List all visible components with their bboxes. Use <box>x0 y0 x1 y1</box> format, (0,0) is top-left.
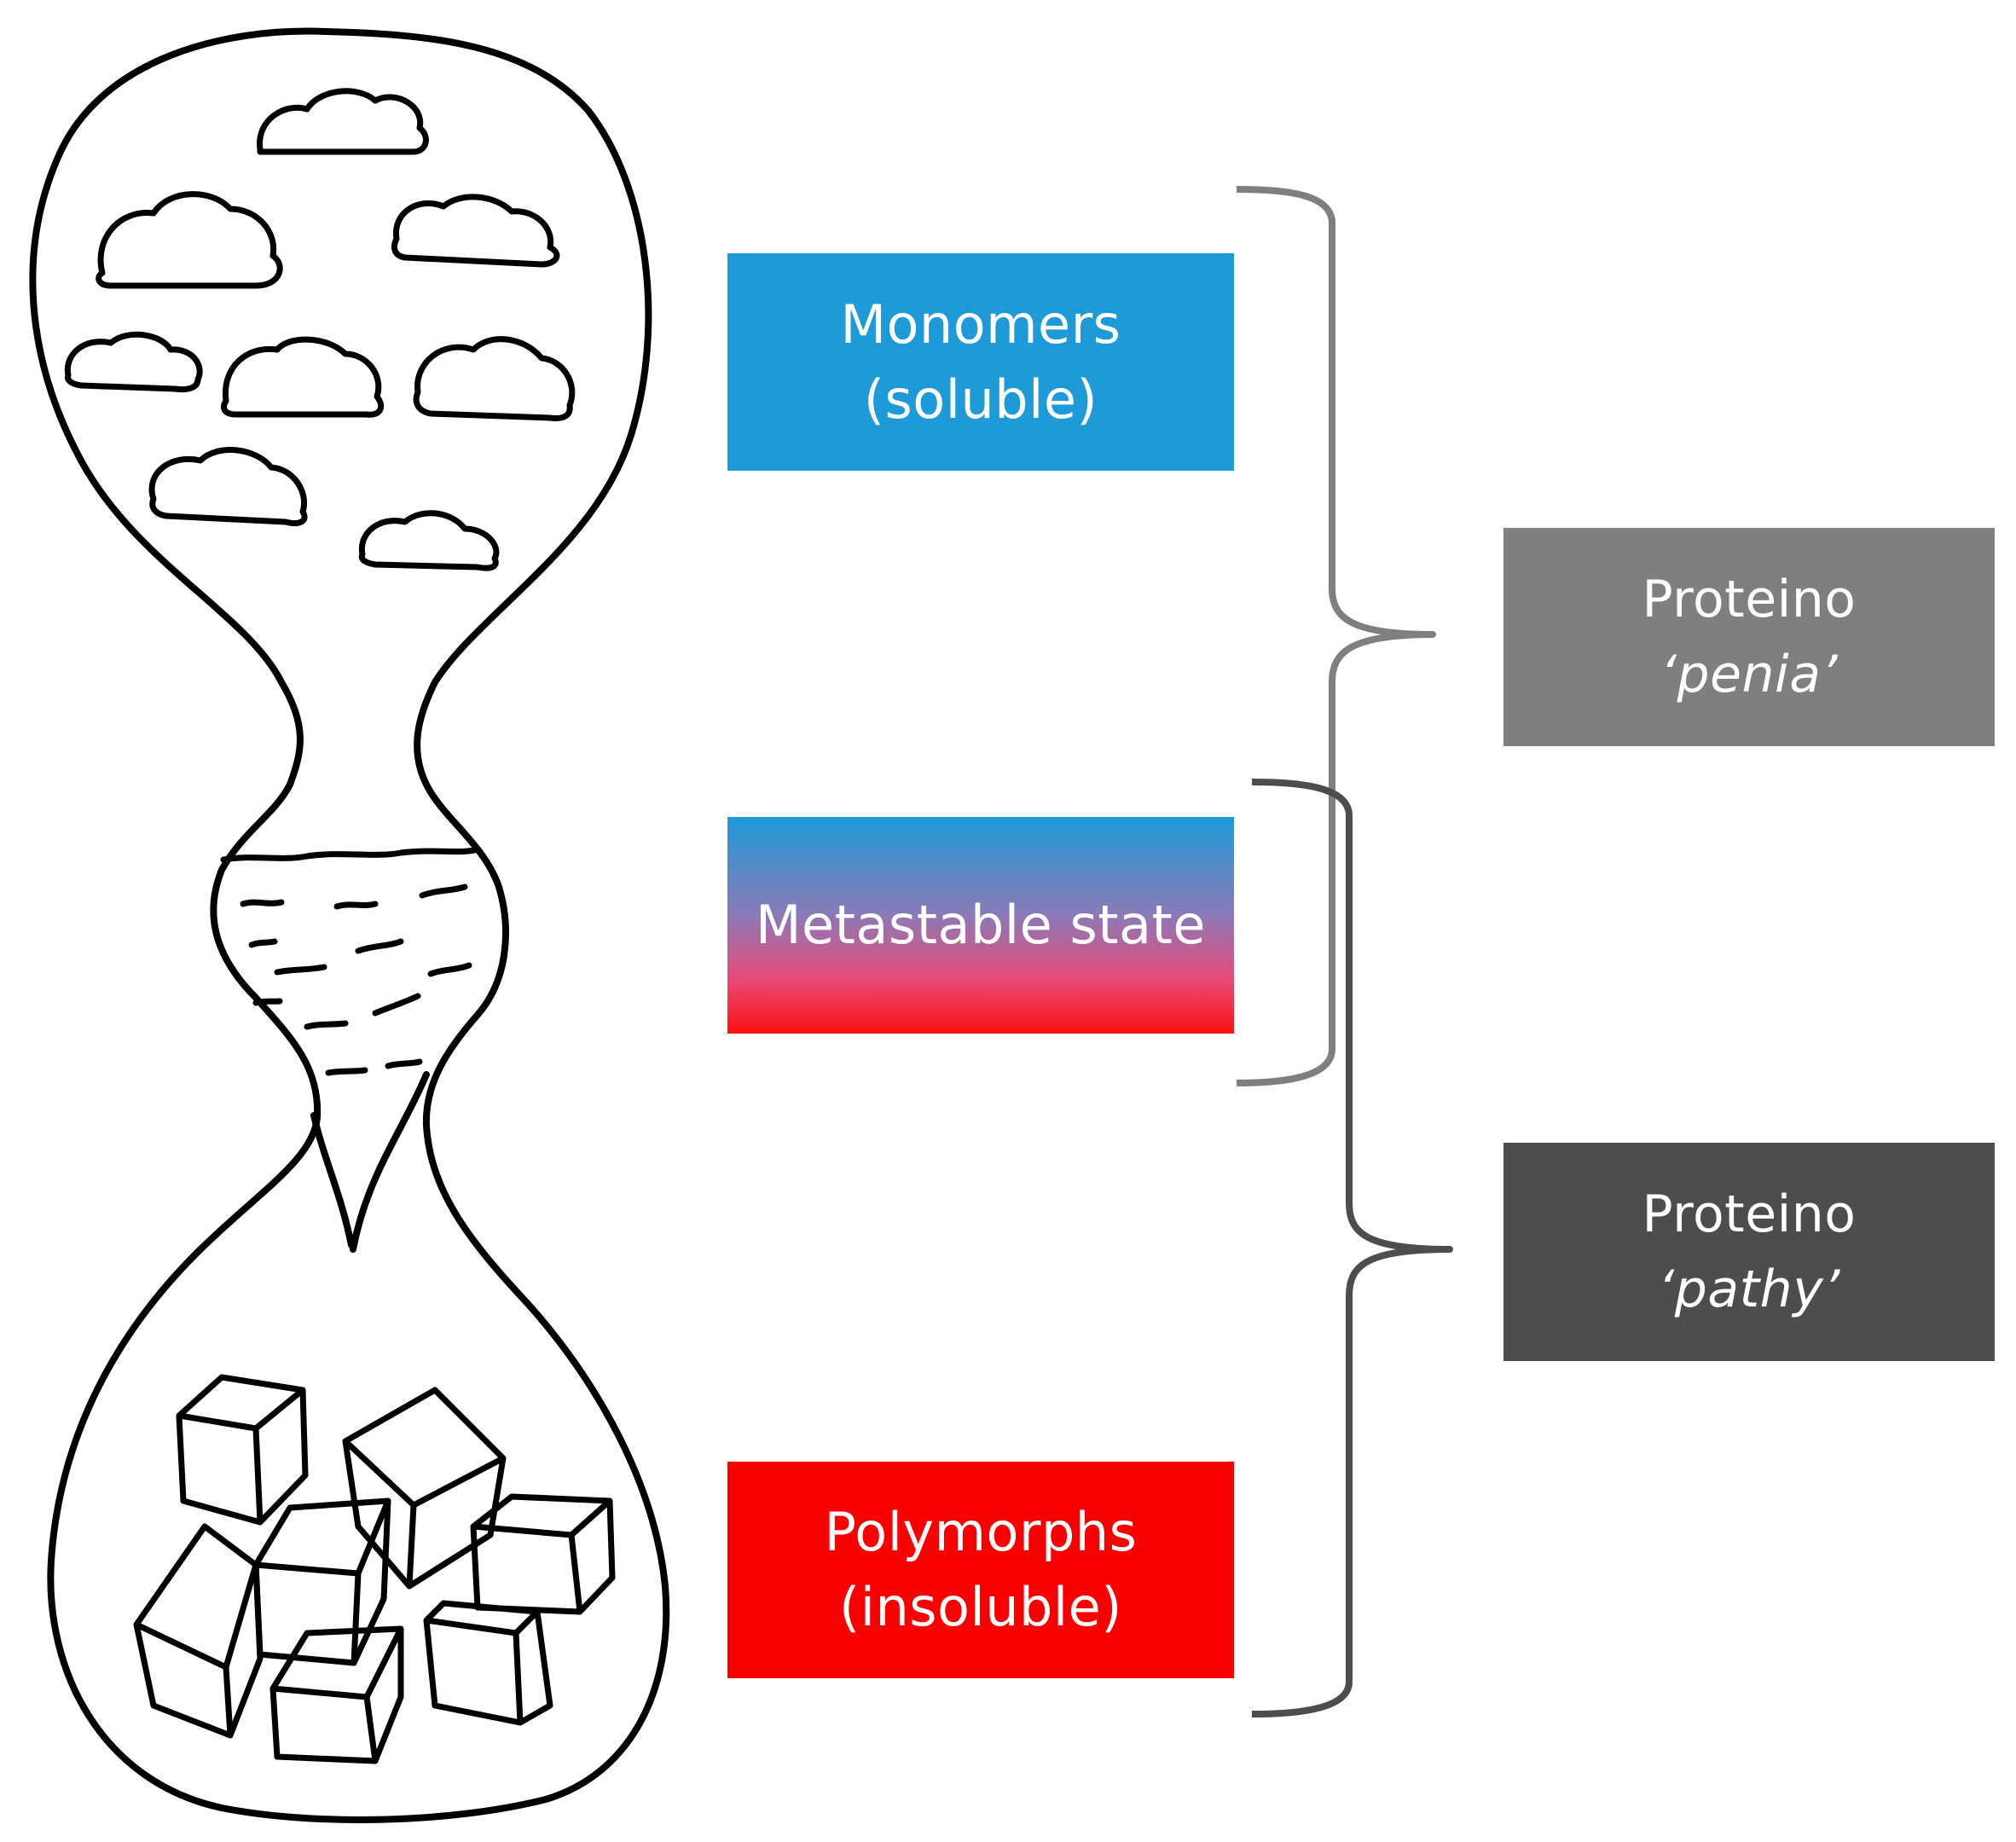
proteinopathy-term: ‘pathy’ <box>1658 1260 1840 1319</box>
monomers-box: Monomers (soluble) <box>727 253 1234 471</box>
cloud-icon <box>64 88 576 571</box>
metastable-box: Metastable state <box>727 817 1234 1034</box>
proteinopathy-label: Proteino ‘pathy’ <box>1642 1177 1856 1327</box>
cube-icon <box>133 1374 616 1764</box>
hourglass-sketch-icon <box>29 27 670 1823</box>
metastable-label: Metastable state <box>755 894 1207 956</box>
monomers-label: Monomers <box>840 293 1121 356</box>
pathy-brace <box>1251 779 1453 1717</box>
proteinopenia-label: Proteino ‘penia’ <box>1642 562 1856 712</box>
polymorphs-box: Polymorphs (insoluble) <box>727 1462 1234 1678</box>
dash-mark-icon <box>220 846 481 1076</box>
proteinopenia-term: ‘penia’ <box>1660 645 1839 704</box>
proteinopenia-prefix: Proteino <box>1642 570 1857 629</box>
polymorphs-sublabel: (insoluble) <box>839 1576 1122 1638</box>
penia-brace <box>1236 186 1436 1086</box>
proteinopenia-box: Proteino ‘penia’ <box>1503 528 1995 746</box>
polymorphs-label: Polymorphs <box>824 1501 1138 1563</box>
proteinopathy-box: Proteino ‘pathy’ <box>1503 1143 1995 1361</box>
proteinopathy-prefix: Proteino <box>1642 1185 1857 1244</box>
monomers-sublabel: (soluble) <box>863 368 1098 431</box>
